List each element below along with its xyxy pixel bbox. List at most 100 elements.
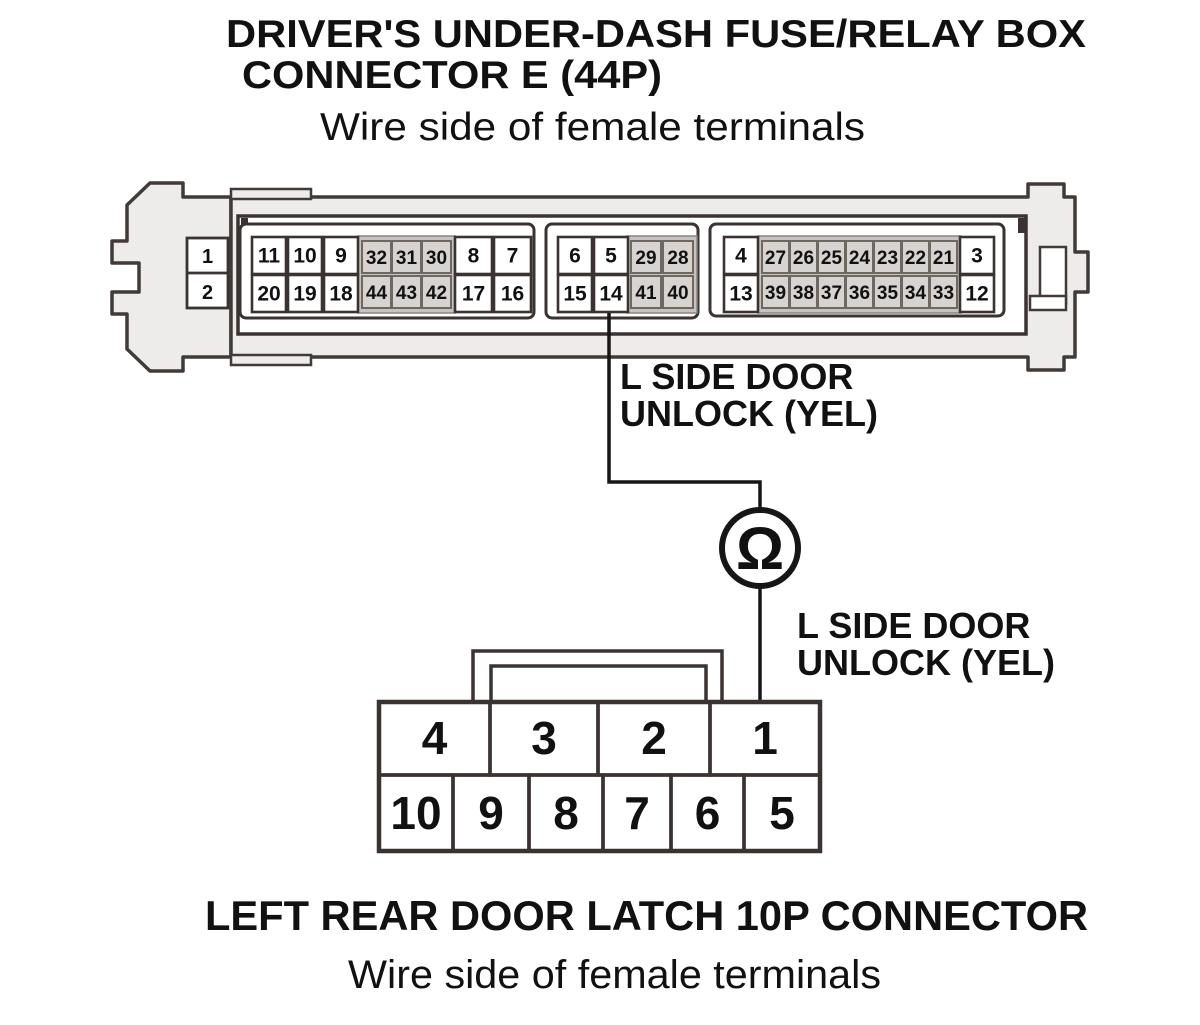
- pin-cell-9: [322, 235, 360, 276]
- pin-cell-28: [662, 240, 694, 274]
- pin-label-6: 6: [569, 245, 581, 268]
- pin-label-21: 21: [933, 248, 955, 269]
- pin-label-34: 34: [905, 283, 927, 304]
- pin-label-42: 42: [426, 283, 447, 304]
- top-connector-pins: 1211201019918324431433042817716615514294…: [185, 222, 1006, 320]
- pin-label-32: 32: [366, 248, 387, 269]
- test-wire: Ω: [607, 313, 801, 702]
- pin-cell-18: [322, 273, 360, 314]
- upper-wire-label-line1: L SIDE DOOR: [620, 356, 853, 397]
- upper-wire-label-line2: UNLOCK (YEL): [620, 393, 878, 434]
- housing-step-bottom: [229, 353, 313, 367]
- pin-cell-21: [929, 240, 958, 274]
- pin-label-7: 7: [624, 787, 650, 839]
- pin-cell-39: [761, 275, 790, 309]
- pin-label-1: 1: [202, 246, 213, 268]
- top-connector: 1211201019918324431433042817716615514294…: [110, 181, 1090, 373]
- pin-label-28: 28: [667, 248, 688, 269]
- pin-cell-34: [901, 275, 930, 309]
- pin-cell-14: [592, 273, 630, 314]
- pin-label-35: 35: [877, 283, 899, 304]
- pin-label-40: 40: [667, 283, 688, 304]
- pin-cell-15: [556, 273, 594, 314]
- latch-detail: [1038, 245, 1068, 305]
- pin-label-8: 8: [468, 245, 480, 268]
- pin-label-39: 39: [765, 283, 786, 304]
- pin-label-29: 29: [635, 248, 656, 269]
- pin-cell-5: [742, 773, 822, 853]
- pin-label-3: 3: [971, 245, 983, 268]
- pin-cell-27: [761, 240, 790, 274]
- pin-label-11: 11: [258, 245, 281, 268]
- pin-label-43: 43: [396, 283, 417, 304]
- bottom-subtitle: Wire side of female terminals: [348, 953, 881, 997]
- pin-label-27: 27: [765, 248, 786, 269]
- pin-label-1: 1: [752, 712, 778, 764]
- pin-cell-30: [421, 240, 452, 274]
- pin-cell-20: [250, 273, 288, 314]
- pin-label-31: 31: [396, 248, 418, 269]
- pin-cell-11: [250, 235, 288, 276]
- pin-label-8: 8: [553, 787, 579, 839]
- pin-cell-31: [391, 240, 422, 274]
- pin-cell-8: [453, 235, 494, 276]
- pin-label-30: 30: [426, 248, 447, 269]
- pin-cell-24: [845, 240, 874, 274]
- ohm-symbol: Ω: [736, 515, 784, 582]
- pin-label-25: 25: [821, 248, 843, 269]
- pin-cell-13: [722, 273, 760, 314]
- pin-label-26: 26: [793, 248, 814, 269]
- pin-cell-4: [722, 235, 760, 276]
- pin-cell-12: [958, 273, 996, 314]
- pin-cell-40: [662, 275, 694, 309]
- pin-cell-19: [286, 273, 324, 314]
- pin-label-20: 20: [257, 283, 280, 306]
- pin-label-38: 38: [793, 283, 814, 304]
- pin-label-10: 10: [390, 787, 441, 839]
- top-title-line1: DRIVER'S UNDER-DASH FUSE/RELAY BOX: [226, 13, 1086, 56]
- pin-label-9: 9: [335, 245, 347, 268]
- ohmmeter-circle: [719, 507, 801, 589]
- pin-label-2: 2: [641, 712, 667, 764]
- pin-cell-43: [391, 275, 422, 309]
- lower-wire-label-line1: L SIDE DOOR: [797, 605, 1030, 646]
- bottom-title: LEFT REAR DOOR LATCH 10P CONNECTOR: [205, 892, 1088, 939]
- pin-label-33: 33: [933, 283, 954, 304]
- pin-label-18: 18: [329, 283, 353, 306]
- lower-wire-label-line2: UNLOCK (YEL): [797, 642, 1055, 683]
- wire-segment-upper: [607, 313, 762, 507]
- pin-label-6: 6: [695, 787, 721, 839]
- pin-label-5: 5: [769, 787, 795, 839]
- pin-label-17: 17: [462, 283, 485, 306]
- pin-label-12: 12: [965, 283, 988, 306]
- pin-cell-41: [630, 275, 662, 309]
- pin-label-5: 5: [605, 245, 617, 268]
- pin-label-3: 3: [531, 712, 557, 764]
- pin-label-2: 2: [202, 282, 213, 304]
- latch-foot: [1028, 294, 1068, 312]
- pin-cell-29: [630, 240, 662, 274]
- top-title-line2: CONNECTOR E (44P): [242, 54, 662, 97]
- pin-label-9: 9: [478, 787, 504, 839]
- pin-cell-33: [929, 275, 958, 309]
- pin-label-41: 41: [635, 283, 657, 304]
- pin-label-15: 15: [563, 283, 587, 306]
- pin-label-19: 19: [293, 283, 316, 306]
- pin-label-7: 7: [507, 245, 519, 268]
- pin-label-37: 37: [821, 283, 842, 304]
- pin-cell-10: [286, 235, 324, 276]
- pin-cell-42: [421, 275, 452, 309]
- pin-cell-16: [492, 273, 533, 314]
- connector-tab-inner: [489, 664, 708, 706]
- pin-label-10: 10: [293, 245, 316, 268]
- pin-label-36: 36: [849, 283, 870, 304]
- housing-step-top: [229, 187, 313, 201]
- pin-label-4: 4: [735, 245, 747, 268]
- pin-label-4: 4: [422, 712, 448, 764]
- pin-label-24: 24: [849, 248, 871, 269]
- pin-cell-38: [789, 275, 818, 309]
- pin-label-14: 14: [599, 283, 623, 306]
